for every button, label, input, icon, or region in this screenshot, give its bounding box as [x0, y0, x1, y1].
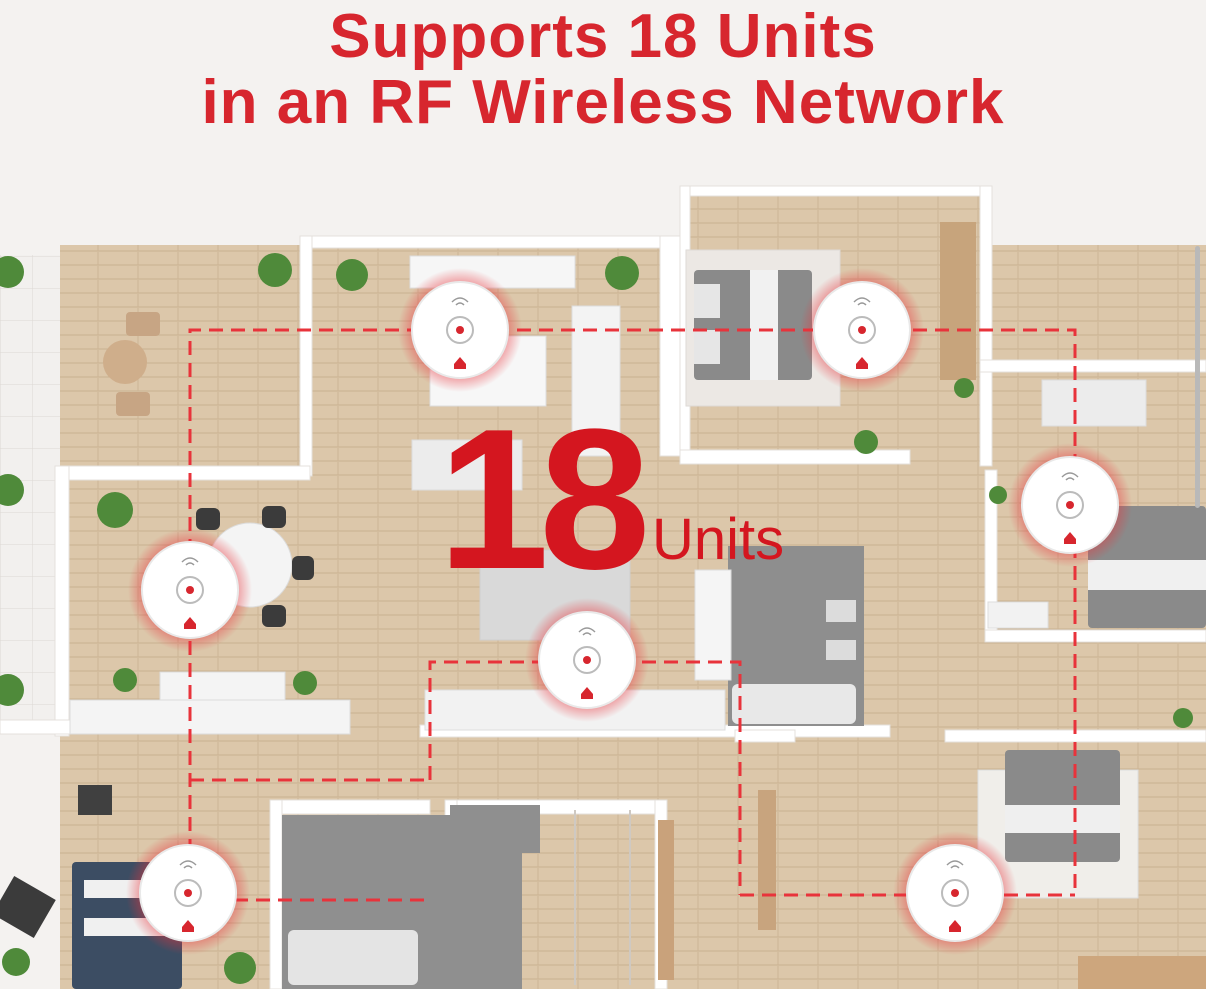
terrace-table — [103, 340, 147, 384]
smoke-detector-icon — [893, 831, 1017, 955]
smoke-detector-icon — [1008, 443, 1132, 567]
bathtub — [732, 684, 856, 724]
plant-icon — [0, 253, 1193, 984]
units-number: 18 — [438, 388, 650, 611]
dresser — [940, 222, 976, 380]
units-label: Units — [652, 507, 785, 572]
smoke-detector-icon — [525, 598, 649, 722]
wardrobe — [574, 810, 674, 985]
scrollbar[interactable] — [1195, 246, 1200, 508]
smoke-detector-icon — [398, 268, 522, 392]
smoke-detector-icon — [128, 528, 252, 652]
smoke-detector-icon — [800, 268, 924, 392]
dining-chairs — [196, 506, 314, 627]
headline: Supports 18 Units in an RF Wireless Netw… — [0, 4, 1206, 136]
smoke-detector-icon — [126, 831, 250, 955]
sofa — [411, 439, 523, 491]
headline-line-1: Supports 18 Units — [329, 2, 877, 71]
headline-line-2: in an RF Wireless Network — [201, 68, 1005, 137]
